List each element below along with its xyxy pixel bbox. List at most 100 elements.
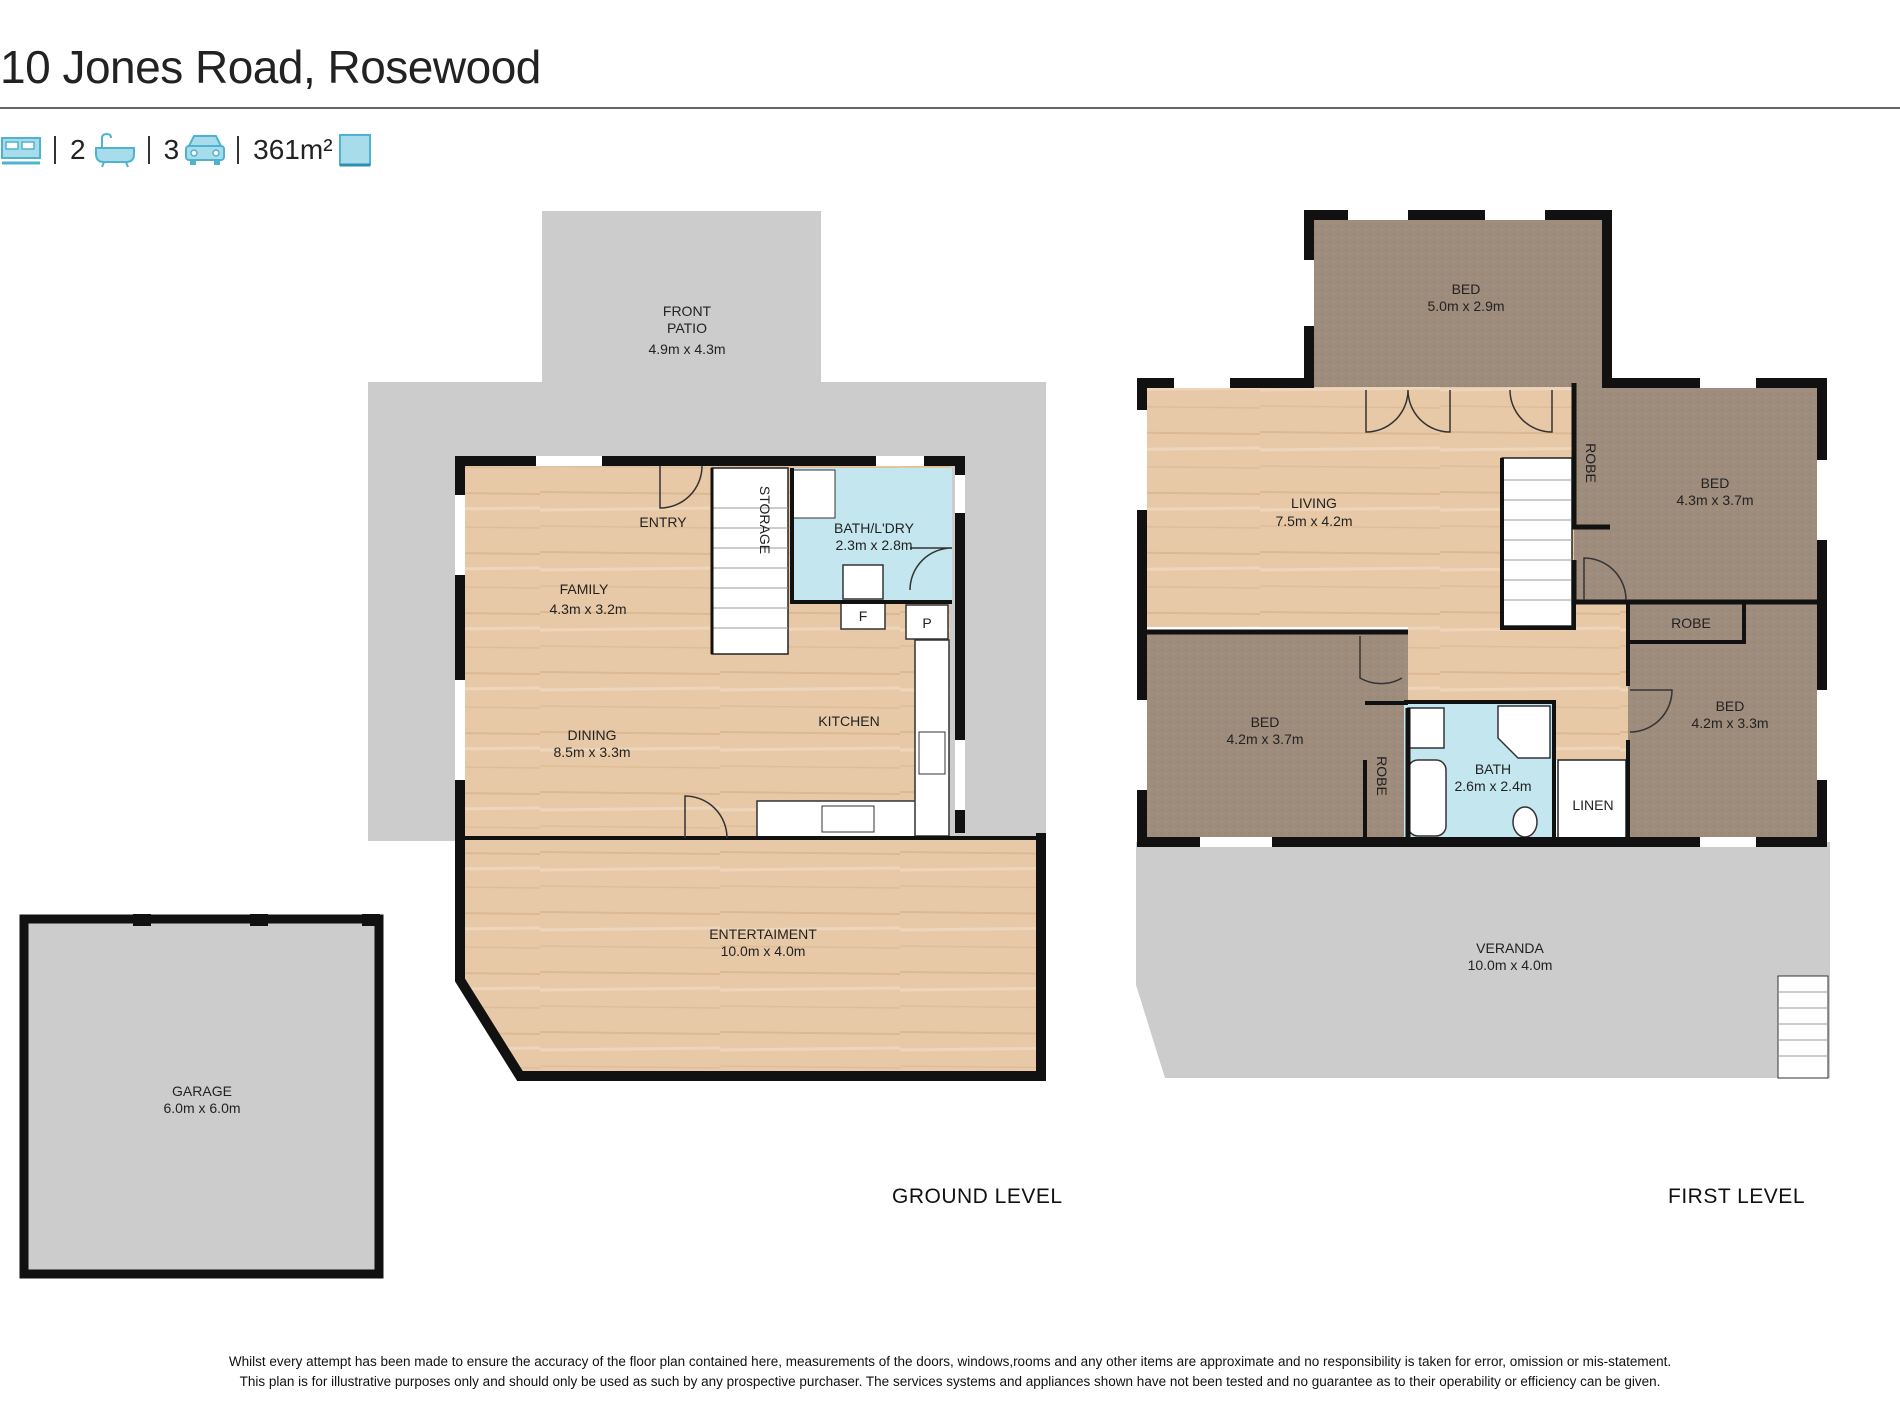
veranda-label: VERANDA	[1476, 940, 1544, 956]
entertainment-dims: 10.0m x 4.0m	[721, 943, 806, 959]
title-divider	[0, 107, 1900, 109]
entertainment-label: ENTERTAIMENT	[709, 926, 817, 942]
robe-right-label: ROBE	[1583, 443, 1599, 483]
window	[876, 456, 924, 466]
fridge-label: F	[859, 608, 868, 624]
bathrooms-count: 2	[70, 134, 86, 165]
pantry	[905, 604, 949, 640]
veranda-floor	[1136, 842, 1830, 1078]
window	[1700, 837, 1756, 847]
french-doors-swing	[1365, 389, 1451, 433]
robe-left-label: ROBE	[1374, 756, 1390, 796]
storage-stairs	[711, 467, 789, 655]
bath-dims: 2.6m x 2.4m	[1454, 778, 1531, 794]
window	[536, 456, 602, 466]
bed-left-door-swing	[1359, 636, 1403, 685]
internal-stair-treads	[1502, 479, 1572, 601]
linen-label: LINEN	[1572, 797, 1613, 813]
bedrooms-stat	[0, 132, 44, 168]
bed-left-label: BED	[1251, 714, 1280, 730]
bed-right-floor	[1574, 387, 1820, 602]
window	[955, 475, 965, 513]
veranda-stair-treads	[1778, 991, 1828, 1057]
car-spaces-count: 3	[163, 134, 180, 165]
cooktop	[918, 731, 946, 775]
stair-treads	[712, 507, 788, 629]
laundry-tub	[842, 564, 884, 600]
window	[1200, 837, 1272, 847]
fridge-space	[840, 602, 886, 630]
garage-door-marker	[133, 914, 151, 926]
window	[955, 740, 965, 810]
bath-walls	[1404, 700, 1556, 842]
garage-floor	[19, 914, 384, 1279]
robe-mid-label: ROBE	[1671, 615, 1711, 631]
shower-corner	[1497, 705, 1551, 759]
window	[1137, 410, 1147, 510]
entertainment-floor	[460, 839, 1041, 1076]
bed-right-dims: 4.3m x 3.7m	[1676, 492, 1753, 508]
first-level-plan	[1136, 210, 1830, 1079]
pantry-label: P	[922, 615, 931, 631]
disclaimer-line-1: Whilst every attempt has been made to en…	[228, 1354, 1672, 1369]
window	[1137, 700, 1147, 790]
garage-door-marker	[362, 914, 380, 926]
front-patio-area	[542, 211, 821, 386]
front-patio-dims: 4.9m x 4.3m	[648, 341, 725, 357]
kitchen-label: KITCHEN	[818, 713, 879, 729]
bed-mid-label: BED	[1716, 698, 1745, 714]
bed-right-label: BED	[1701, 475, 1730, 491]
dining-dims: 8.5m x 3.3m	[553, 744, 630, 760]
bathrooms-stat: 2	[70, 132, 138, 168]
bed-left-walls	[1142, 629, 1411, 842]
vanity-basin	[1407, 707, 1445, 749]
entertainment-door-swing	[684, 795, 728, 839]
bed-mid-dims: 4.2m x 3.3m	[1691, 715, 1768, 731]
window	[1348, 210, 1408, 220]
stats-separator	[147, 136, 150, 164]
living-dims: 7.5m x 4.2m	[1275, 513, 1352, 529]
veranda-stairs	[1777, 975, 1829, 1079]
first-level-label: FIRST LEVEL	[1668, 1185, 1805, 1208]
stats-separator	[237, 136, 240, 164]
living-door-swing	[1509, 389, 1553, 433]
entertainment-walls	[455, 833, 1046, 1081]
garage-door-marker	[250, 914, 268, 926]
bed-mid-walls	[1626, 602, 1746, 842]
stair-walls	[1500, 458, 1576, 630]
property-stats-bar: 2 3 361m²	[0, 130, 373, 170]
living-label: LIVING	[1291, 495, 1337, 511]
bed-top-floor	[1309, 215, 1607, 387]
entry-label: ENTRY	[639, 514, 687, 530]
land-area-stat: 361m²	[253, 132, 372, 168]
property-address-title: 10 Jones Road, Rosewood	[0, 41, 541, 93]
car-spaces-stat: 3	[164, 132, 228, 168]
bed-mid-door-swing	[1629, 689, 1673, 733]
window	[1700, 378, 1756, 388]
ground-exterior-walls	[455, 456, 965, 839]
entry-door-swing	[659, 465, 703, 509]
window	[1817, 460, 1827, 540]
family-dims: 4.3m x 3.2m	[549, 601, 626, 617]
bath-laundry-dims: 2.3m x 2.8m	[835, 537, 912, 553]
bed-top-label: BED	[1452, 281, 1481, 297]
window	[455, 680, 465, 780]
bath-icon	[94, 132, 135, 168]
veranda-dims: 10.0m x 4.0m	[1468, 957, 1553, 973]
bath-wall	[790, 468, 952, 604]
storage-label: STORAGE	[757, 486, 773, 554]
family-label: FAMILY	[560, 581, 609, 597]
kitchen-sink	[821, 805, 875, 833]
window	[1817, 690, 1827, 780]
ground-level-label: GROUND LEVEL	[892, 1185, 1063, 1208]
bath-label: BATH	[1475, 761, 1511, 777]
garage-dims: 6.0m x 6.0m	[163, 1100, 240, 1116]
disclaimer-line-2: This plan is for illustrative purposes o…	[239, 1374, 1661, 1389]
bathtub	[1407, 759, 1447, 837]
car-icon	[185, 135, 226, 165]
robe-left-walls	[1363, 701, 1408, 842]
window	[1174, 378, 1230, 388]
bed-icon	[1, 137, 41, 165]
internal-stairs	[1501, 457, 1573, 627]
